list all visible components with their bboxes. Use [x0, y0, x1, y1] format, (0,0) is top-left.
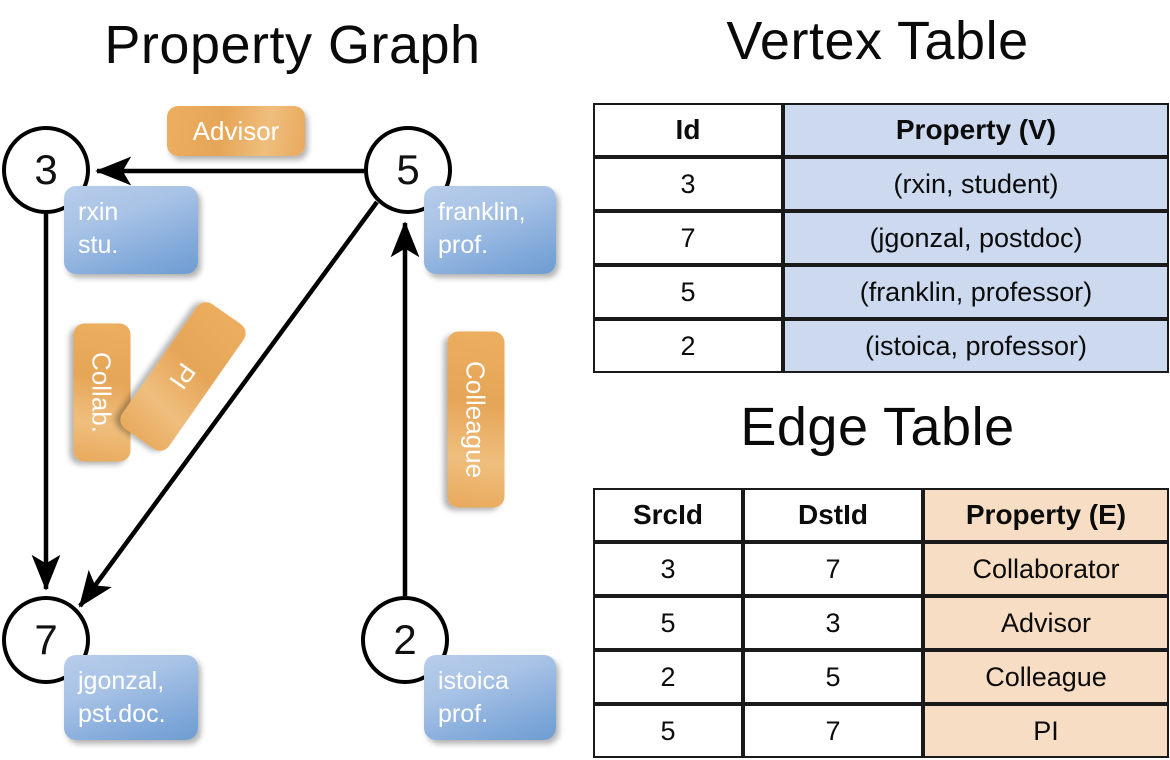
- table-row: 3 (rxin, student): [593, 157, 1169, 211]
- edge-table-header-dstid: DstId: [743, 488, 923, 542]
- edge-cell-property: PI: [923, 704, 1169, 758]
- graph-node-2[interactable]: 2: [361, 596, 449, 684]
- table-row: 5 3 Advisor: [593, 596, 1169, 650]
- graph-node-5-label: 5: [396, 146, 420, 193]
- graph-node-3-label: 3: [34, 146, 58, 193]
- vertex-cell-id: 3: [593, 157, 783, 211]
- page-title-vertex-table: Vertex Table: [726, 11, 1029, 71]
- page-title-property-graph: Property Graph: [104, 15, 481, 75]
- edge-table-header-srcid: SrcId: [593, 488, 743, 542]
- node-property-name-7: jgonzal,: [78, 667, 165, 695]
- table-row: 2 (istoica, professor): [593, 319, 1169, 373]
- edge-cell-srcid: 5: [593, 704, 743, 758]
- vertex-table-header-row: Id Property (V): [593, 103, 1169, 157]
- vertex-cell-property: (istoica, professor): [783, 319, 1169, 373]
- node-property-role-7: pst.doc.: [78, 700, 166, 728]
- node-property-name-2: istoica: [438, 667, 509, 695]
- edge-cell-srcid: 3: [593, 542, 743, 596]
- graph-node-5[interactable]: 5: [364, 126, 452, 214]
- table-row: 5 (franklin, professor): [593, 265, 1169, 319]
- table-row: 2 5 Colleague: [593, 650, 1169, 704]
- node-property-box-2: istoica prof.: [424, 655, 556, 740]
- edge-table-header-property: Property (E): [923, 488, 1169, 542]
- edge-label-advisor: Advisor: [167, 106, 305, 156]
- edge-label-colleague: Colleague: [447, 331, 505, 508]
- edge-label-collab: Collab.: [73, 323, 131, 462]
- vertex-table-header-property: Property (V): [783, 103, 1169, 157]
- graph-edges-svg: [31, 156, 420, 608]
- node-property-role-5: prof.: [438, 231, 489, 259]
- table-row: 3 7 Collaborator: [593, 542, 1169, 596]
- vertex-cell-property: (franklin, professor): [783, 265, 1169, 319]
- vertex-cell-id: 5: [593, 265, 783, 319]
- page-title-edge-table: Edge Table: [740, 397, 1015, 457]
- table-row: 5 7 PI: [593, 704, 1169, 758]
- edge-table-header-row: SrcId DstId Property (E): [593, 488, 1169, 542]
- edge-cell-dstid: 3: [743, 596, 923, 650]
- node-property-box-3: rxin stu.: [64, 186, 198, 274]
- edge-cell-dstid: 5: [743, 650, 923, 704]
- graph-node-7-label: 7: [34, 616, 58, 663]
- vertex-table-header-id: Id: [593, 103, 783, 157]
- edge-cell-dstid: 7: [743, 542, 923, 596]
- node-property-role-3: stu.: [78, 231, 119, 259]
- vertex-cell-id: 7: [593, 211, 783, 265]
- vertex-cell-property: (jgonzal, postdoc): [783, 211, 1169, 265]
- node-property-box-7: jgonzal, pst.doc.: [64, 655, 198, 740]
- edge-table: SrcId DstId Property (E) 3 7 Collaborato…: [593, 488, 1169, 758]
- graph-node-2-label: 2: [393, 616, 417, 663]
- node-property-box-5: franklin, prof.: [424, 186, 556, 274]
- edge-cell-property: Advisor: [923, 596, 1169, 650]
- vertex-table: Id Property (V) 3 (rxin, student) 7 (jgo…: [593, 103, 1169, 373]
- edge-cell-srcid: 2: [593, 650, 743, 704]
- node-property-name-5: franklin,: [438, 198, 526, 226]
- edge-cell-property: Colleague: [923, 650, 1169, 704]
- edge-cell-srcid: 5: [593, 596, 743, 650]
- node-property-name-3: rxin: [78, 198, 119, 226]
- vertex-cell-property: (rxin, student): [783, 157, 1169, 211]
- edge-cell-dstid: 7: [743, 704, 923, 758]
- property-graph-diagram: 3 5 7 2 rxin stu. franklin, prof. jgonza…: [2, 106, 556, 740]
- vertex-cell-id: 2: [593, 319, 783, 373]
- edge-cell-property: Collaborator: [923, 542, 1169, 596]
- edge-arrow-5-to-7: [78, 200, 379, 608]
- node-property-role-2: prof.: [438, 700, 489, 728]
- table-row: 7 (jgonzal, postdoc): [593, 211, 1169, 265]
